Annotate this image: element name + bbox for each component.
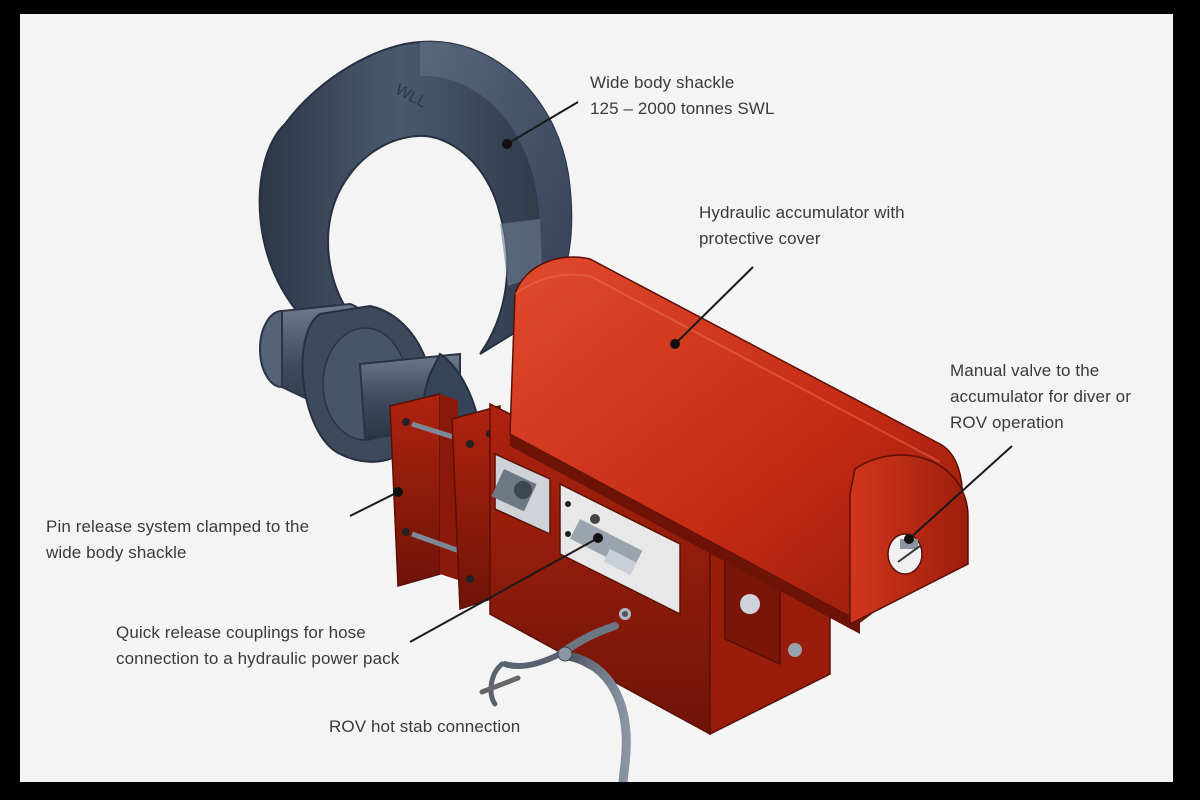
label-manual-valve: Manual valve to the accumulator for dive… <box>950 358 1131 436</box>
label-line: connection to a hydraulic power pack <box>116 646 399 672</box>
label-line: Manual valve to the <box>950 358 1131 384</box>
label-line: Hydraulic accumulator with <box>699 200 905 226</box>
label-pin-release-system: Pin release system clamped to the wide b… <box>46 514 309 566</box>
label-line: Quick release couplings for hose <box>116 620 399 646</box>
label-line: accumulator for diver or <box>950 384 1131 410</box>
leader-dot-shackle <box>502 139 512 149</box>
label-line: Pin release system clamped to the <box>46 514 309 540</box>
label-rov-hot-stab: ROV hot stab connection <box>329 714 520 740</box>
label-line: 125 – 2000 tonnes SWL <box>590 96 775 122</box>
label-line: wide body shackle <box>46 540 309 566</box>
label-line: ROV operation <box>950 410 1131 436</box>
label-line: ROV hot stab connection <box>329 714 520 740</box>
label-hydraulic-accumulator: Hydraulic accumulator with protective co… <box>699 200 905 252</box>
diagram-canvas: WLL <box>20 14 1173 782</box>
label-quick-release-couplings: Quick release couplings for hose connect… <box>116 620 399 672</box>
label-line: Wide body shackle <box>590 70 775 96</box>
leader-dot-pin-release <box>393 487 403 497</box>
leader-line-pin-release <box>350 492 398 516</box>
leader-dot-manual-valve <box>904 534 914 544</box>
leader-dot-quick-release <box>593 533 603 543</box>
label-wide-body-shackle: Wide body shackle 125 – 2000 tonnes SWL <box>590 70 775 122</box>
label-line: protective cover <box>699 226 905 252</box>
leader-dot-accumulator <box>670 339 680 349</box>
pin-release-frame <box>390 394 500 609</box>
